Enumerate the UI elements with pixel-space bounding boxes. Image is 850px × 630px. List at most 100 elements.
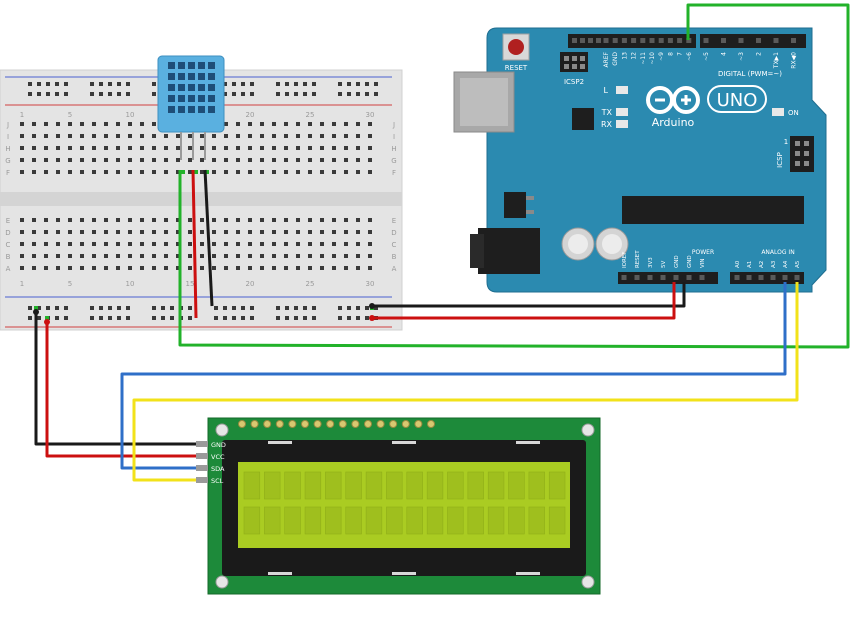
rail-hole bbox=[126, 306, 130, 310]
breadboard-hole bbox=[140, 266, 144, 270]
lcd-header-pin bbox=[313, 420, 322, 428]
digital-pin-hole bbox=[640, 38, 646, 43]
breadboard-hole bbox=[344, 170, 348, 174]
breadboard-hole bbox=[272, 122, 276, 126]
breadboard-row-letter: F bbox=[6, 169, 10, 177]
breadboard-hole bbox=[308, 122, 312, 126]
digital-pin-hole bbox=[631, 38, 637, 43]
lcd-bezel-clip bbox=[392, 572, 416, 575]
rail-hole bbox=[365, 92, 369, 96]
dht11-vent bbox=[208, 95, 215, 102]
breadboard-hole bbox=[116, 230, 120, 234]
rail-hole bbox=[99, 92, 103, 96]
breadboard-hole bbox=[356, 218, 360, 222]
rail-hole bbox=[356, 82, 360, 86]
breadboard-hole bbox=[284, 158, 288, 162]
breadboard-hole bbox=[176, 266, 180, 270]
breadboard-hole bbox=[320, 158, 324, 162]
digital-pin-label: 2 bbox=[756, 52, 763, 56]
breadboard-hole bbox=[164, 158, 168, 162]
breadboard-column-number: 10 bbox=[126, 280, 135, 288]
breadboard-hole bbox=[368, 242, 372, 246]
breadboard-hole bbox=[212, 242, 216, 246]
breadboard-hole bbox=[20, 242, 24, 246]
breadboard-hole bbox=[248, 122, 252, 126]
breadboard-hole bbox=[116, 134, 120, 138]
breadboard-hole bbox=[188, 254, 192, 258]
breadboard-hole bbox=[92, 158, 96, 162]
digital-pin-hole bbox=[756, 38, 761, 43]
breadboard-hole bbox=[200, 218, 204, 222]
power-pin-label: IOREF bbox=[622, 252, 628, 268]
rail-hole bbox=[347, 316, 351, 320]
breadboard-hole bbox=[188, 230, 192, 234]
rail-hole bbox=[356, 316, 360, 320]
digital-pin-hole bbox=[649, 38, 655, 43]
rail-hole bbox=[276, 92, 280, 96]
digital-pin-label: ~11 bbox=[640, 52, 647, 65]
breadboard-hole bbox=[188, 242, 192, 246]
breadboard-hole bbox=[320, 266, 324, 270]
lcd-cell bbox=[365, 506, 383, 535]
breadboard-hole bbox=[212, 134, 216, 138]
breadboard-hole bbox=[44, 146, 48, 150]
breadboard-hole bbox=[272, 158, 276, 162]
reset-label: RESET bbox=[505, 64, 528, 72]
rail-hole bbox=[108, 82, 112, 86]
icsp-pin bbox=[804, 161, 809, 166]
breadboard-hole bbox=[140, 134, 144, 138]
rail-hole bbox=[223, 316, 227, 320]
breadboard-hole bbox=[332, 218, 336, 222]
breadboard-hole bbox=[176, 158, 180, 162]
breadboard-hole bbox=[104, 146, 108, 150]
breadboard-hole bbox=[260, 230, 264, 234]
breadboard-hole bbox=[164, 170, 168, 174]
breadboard-hole bbox=[200, 146, 204, 150]
breadboard-hole bbox=[128, 230, 132, 234]
breadboard-hole bbox=[80, 242, 84, 246]
breadboard-hole bbox=[116, 158, 120, 162]
rail-hole bbox=[126, 82, 130, 86]
rail-hole bbox=[312, 82, 316, 86]
rail-hole bbox=[108, 306, 112, 310]
breadboard-hole bbox=[212, 158, 216, 162]
breadboard-hole bbox=[20, 230, 24, 234]
capacitor-top bbox=[568, 234, 588, 254]
breadboard-hole bbox=[20, 158, 24, 162]
breadboard-row-letter: C bbox=[6, 241, 11, 249]
dht11-sensor bbox=[157, 55, 225, 160]
analog-pin-label: A2 bbox=[759, 261, 765, 268]
breadboard-hole bbox=[104, 218, 108, 222]
breadboard-hole bbox=[80, 230, 84, 234]
rail-hole bbox=[214, 306, 218, 310]
breadboard-hole bbox=[68, 230, 72, 234]
breadboard-hole bbox=[200, 158, 204, 162]
dht11-vent bbox=[178, 73, 185, 80]
reset-button-cap[interactable] bbox=[508, 39, 524, 55]
digital-pin-label: TX▶1 bbox=[773, 52, 780, 69]
breadboard-hole bbox=[128, 254, 132, 258]
rail-hole bbox=[338, 82, 342, 86]
breadboard-column-number: 30 bbox=[366, 111, 375, 119]
breadboard-hole bbox=[164, 266, 168, 270]
rail-hole bbox=[64, 306, 68, 310]
lcd-cell bbox=[528, 506, 545, 535]
arduino-brand: Arduino bbox=[652, 116, 695, 129]
breadboard-hole bbox=[236, 254, 240, 258]
rail-hole bbox=[374, 306, 378, 310]
icsp-pin1-label: 1 bbox=[784, 138, 788, 146]
breadboard-hole-used bbox=[194, 170, 198, 174]
rail-hole bbox=[276, 82, 280, 86]
digital-pin-hole bbox=[621, 38, 627, 43]
breadboard-hole bbox=[44, 158, 48, 162]
breadboard-hole bbox=[20, 170, 24, 174]
breadboard-hole bbox=[80, 158, 84, 162]
breadboard-hole bbox=[128, 170, 132, 174]
icsp-pin bbox=[795, 141, 800, 146]
rail-hole bbox=[276, 316, 280, 320]
rail-hole bbox=[374, 82, 378, 86]
wire-black-lcd-gnd bbox=[34, 312, 196, 446]
voltage-regulator bbox=[504, 192, 526, 218]
breadboard-hole bbox=[296, 170, 300, 174]
breadboard-hole bbox=[92, 266, 96, 270]
